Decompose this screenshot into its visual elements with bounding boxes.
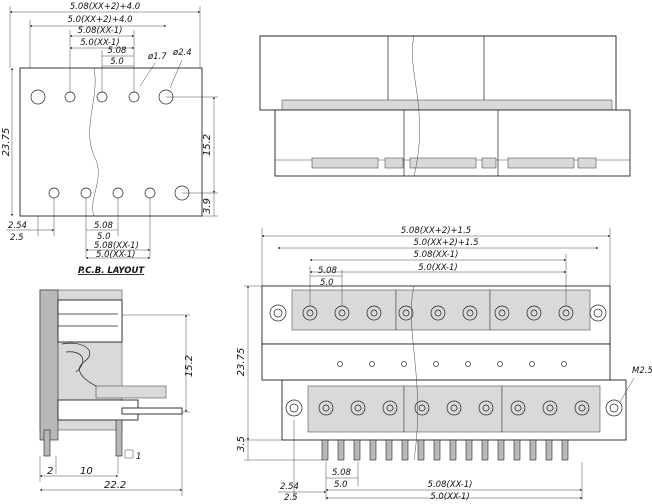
dim-edge-25: 2.5 — [10, 233, 24, 243]
front-dim-bottom-span-508: 5.08(XX-1) — [428, 480, 473, 490]
dim-overall: 5.08(XX+2)+4.0 — [70, 2, 140, 12]
dim-edge-254: 2.54 — [8, 221, 27, 231]
front-mid-holes — [337, 361, 567, 367]
side-dim-height: 15.2 — [184, 355, 195, 377]
front-dim-bottom-span-50: 5.0(XX-1) — [430, 492, 470, 502]
front-dim-screw: M2.5 — [632, 366, 652, 376]
front-dim-span-508: 5.08(XX-1) — [414, 250, 459, 260]
front-dim-edge-254: 2.54 — [280, 482, 299, 492]
dim-bottom-pitch-50: 5.0 — [97, 232, 111, 242]
dim-pitch-508: 5.08 — [108, 46, 128, 56]
front-dim-edge-25: 2.5 — [284, 493, 298, 503]
side-view: 15.2 2 10 1 22.2 — [39, 289, 195, 496]
front-dim-height: 23.75 — [236, 348, 247, 377]
front-pins — [321, 439, 569, 461]
dim-bottom-offset: 3.9 — [202, 198, 213, 214]
dim-hole-small: ø1.7 — [147, 52, 167, 62]
dim-height: 23.75 — [1, 128, 12, 157]
dim-bottom-span-50: 5.0(XX-1) — [96, 250, 136, 260]
dim-hole-large: ø2.4 — [172, 48, 192, 58]
pcb-layout: 5.08(XX+2)+4.0 5.0(XX+2)+4.0 5.08(XX-1) … — [1, 2, 218, 276]
front-dim-bottom-pitch-508: 5.08 — [332, 468, 352, 478]
pcb-layout-title: P.C.B. LAYOUT — [78, 266, 145, 276]
front-view: 5.08(XX+2)+1.5 5.0(XX+2)+1.5 5.08(XX-1) … — [236, 226, 652, 503]
dim-pitch-50: 5.0 — [110, 57, 124, 67]
front-dim-overall2: 5.0(XX+2)+1.5 — [414, 238, 479, 248]
front-dim-pitch-508: 5.08 — [318, 266, 338, 276]
dim-overall2: 5.0(XX+2)+4.0 — [68, 15, 133, 25]
dim-span-508: 5.08(XX-1) — [78, 26, 123, 36]
front-screws-bottom — [285, 399, 623, 417]
dim-bottom-span-508: 5.08(XX-1) — [94, 241, 139, 251]
front-top-plugs — [291, 289, 591, 331]
front-bottom-plugs — [307, 385, 601, 433]
dim-bottom-pitch-508: 5.08 — [94, 221, 114, 231]
top-view — [259, 35, 631, 177]
break-line — [89, 67, 99, 217]
front-dim-pitch-50: 5.0 — [320, 278, 334, 288]
dim-row-spacing: 15.2 — [202, 134, 213, 156]
front-dim-span-50: 5.0(XX-1) — [418, 263, 458, 273]
front-dim-bottom-pitch-50: 5.0 — [334, 480, 348, 490]
side-dim-width: 22.2 — [104, 480, 126, 491]
side-dim-1: 1 — [136, 452, 141, 462]
side-dim-2: 2 — [47, 466, 53, 477]
side-dim-10: 10 — [80, 466, 93, 477]
front-dim-overall: 5.08(XX+2)+1.5 — [401, 226, 471, 236]
front-dim-pin-len: 3.5 — [236, 436, 247, 452]
dim-span-50: 5.0(XX-1) — [80, 38, 120, 48]
